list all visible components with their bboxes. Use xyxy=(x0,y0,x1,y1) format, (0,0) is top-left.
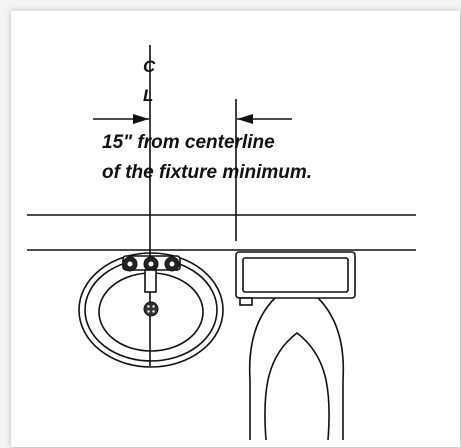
toilet-tank-outer xyxy=(235,251,356,299)
toilet-bowl-right-outer xyxy=(317,297,345,440)
faucet-icon xyxy=(122,255,181,293)
drawing-panel xyxy=(10,10,460,447)
toilet-fixture xyxy=(235,251,356,441)
toilet-flush-handle xyxy=(239,297,253,306)
sink-outer-rim xyxy=(78,252,224,368)
dimension-arrow-left xyxy=(93,114,149,124)
toilet-tank-inner xyxy=(242,257,349,293)
dimension-note-line-1: 15" from centerline xyxy=(102,132,275,153)
centerline-symbol-l: L xyxy=(143,86,153,105)
toilet-bowl-left-outer xyxy=(248,297,276,440)
drain-icon xyxy=(143,301,159,317)
dimension-note-line-2: of the fixture minimum. xyxy=(102,162,312,183)
dimension-arrow-right xyxy=(237,114,292,124)
toilet-seat-opening xyxy=(264,331,330,441)
